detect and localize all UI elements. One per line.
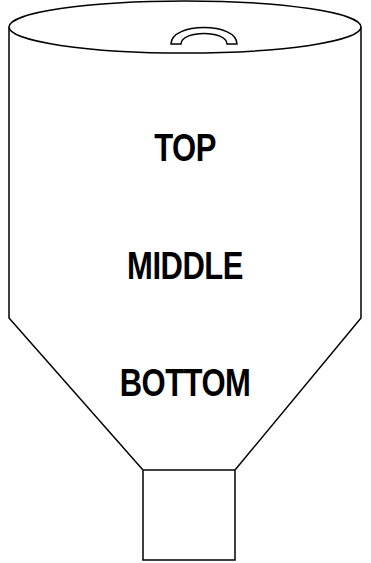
- outlet-joint: [143, 469, 235, 471]
- hopper-body: [9, 27, 361, 560]
- region-label-slot: TOP: [154, 130, 216, 166]
- region-label-slot: BOTTOM: [120, 365, 251, 401]
- hopper-rim: [9, 1, 361, 53]
- lid-handle: [171, 28, 237, 45]
- region-label-slot: MIDDLE: [127, 248, 243, 284]
- region-label: BOTTOM: [120, 361, 251, 406]
- region-label: MIDDLE: [127, 244, 243, 289]
- region-label: TOP: [154, 126, 216, 171]
